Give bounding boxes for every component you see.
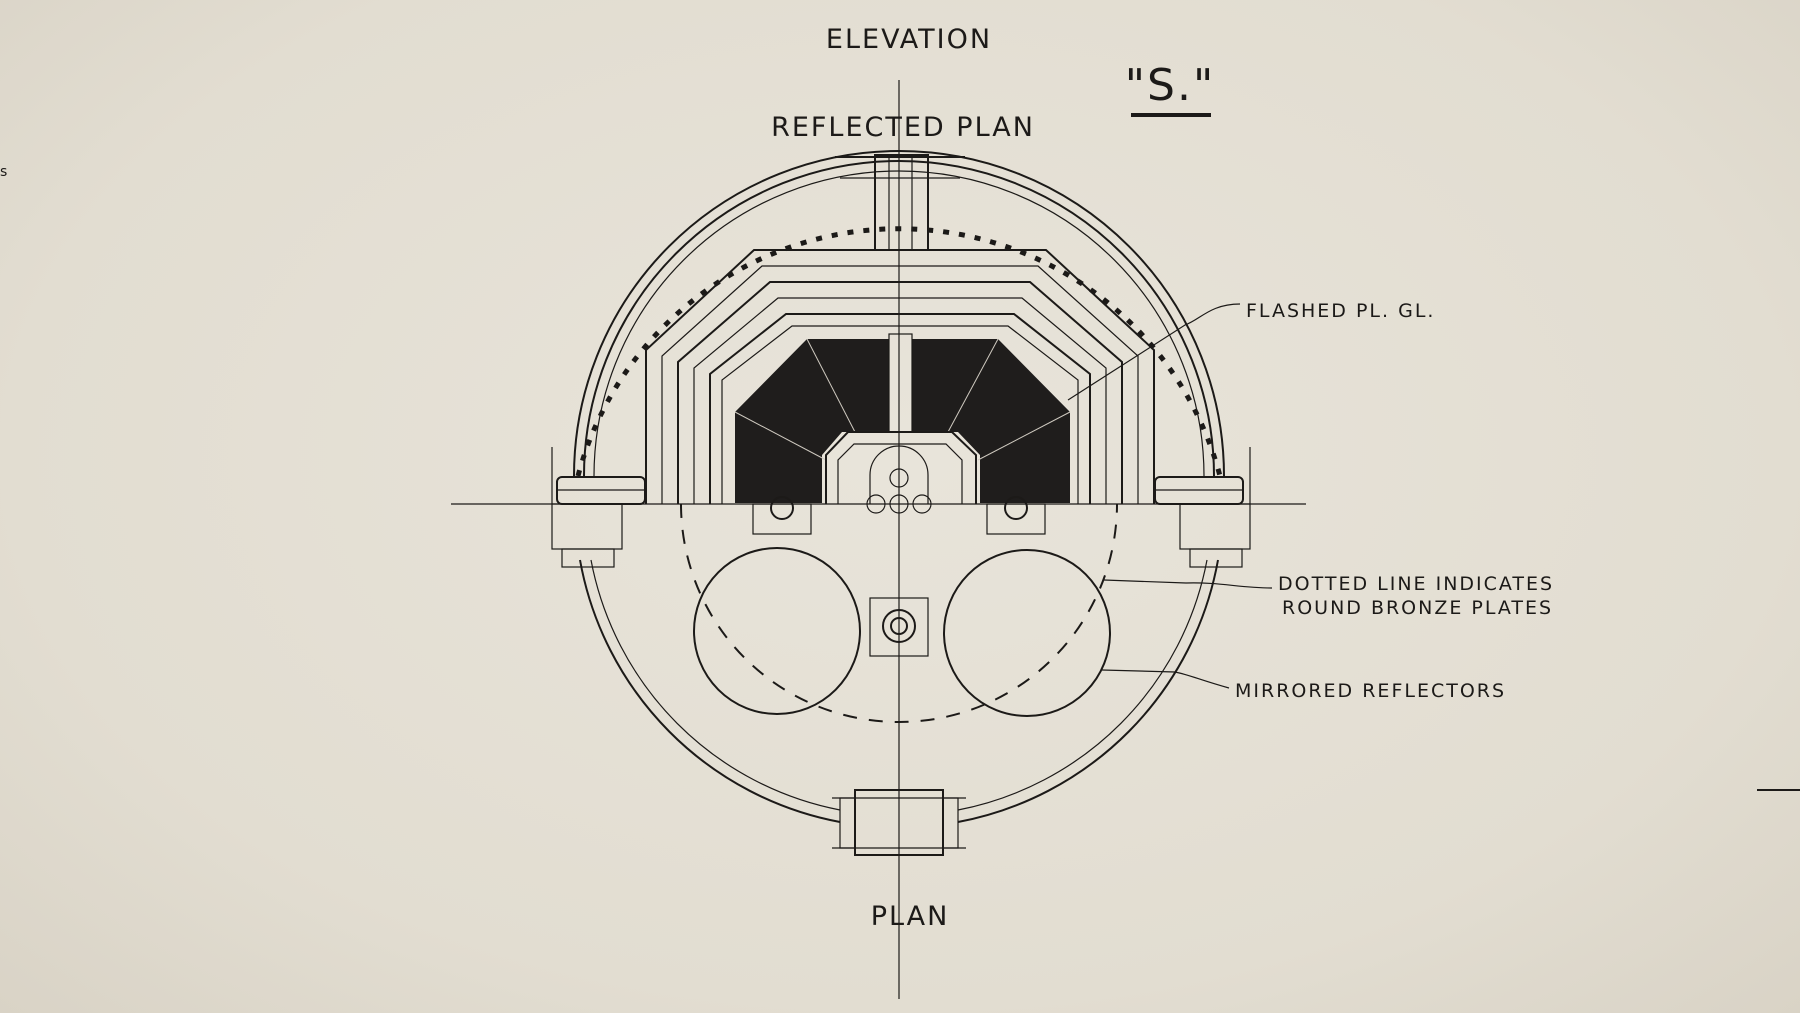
- center-lines: [451, 80, 1306, 999]
- mirrored-reflector-right: [943, 549, 1111, 717]
- note-flashed-glass: FLASHED PL. GL.: [1067, 300, 1435, 401]
- outer-ring: [573, 150, 1225, 823]
- octagonal-frames: [645, 249, 1155, 504]
- svg-text:MIRRORED REFLECTORS: MIRRORED REFLECTORS: [1235, 680, 1506, 702]
- section-mark: "S.": [1125, 60, 1215, 117]
- mirrored-reflector-left: [693, 547, 861, 715]
- edge-mark: s: [0, 164, 9, 180]
- note-dotted-line: DOTTED LINE INDICATES ROUND BRONZE PLATE…: [1103, 573, 1554, 619]
- top-stem: [835, 154, 965, 251]
- svg-text:"S.": "S.": [1125, 60, 1215, 111]
- lamp-sockets: [752, 496, 1046, 657]
- svg-text:DOTTED LINE INDICATES: DOTTED LINE INDICATES: [1278, 573, 1554, 595]
- reflected-plan-title: REFLECTED PLAN: [771, 112, 1035, 143]
- bottom-block: [832, 789, 966, 856]
- bronze-plate-dotted-outline: [680, 503, 1118, 723]
- flashed-glass-panels: [734, 333, 1071, 514]
- elevation-title: ELEVATION: [826, 24, 992, 55]
- note-mirrored-reflectors: MIRRORED REFLECTORS: [1101, 669, 1506, 702]
- side-blocks: [551, 447, 1251, 568]
- svg-text:ROUND BRONZE PLATES: ROUND BRONZE PLATES: [1282, 597, 1553, 619]
- plan-title: PLAN: [871, 901, 950, 932]
- svg-text:FLASHED PL. GL.: FLASHED PL. GL.: [1246, 300, 1435, 322]
